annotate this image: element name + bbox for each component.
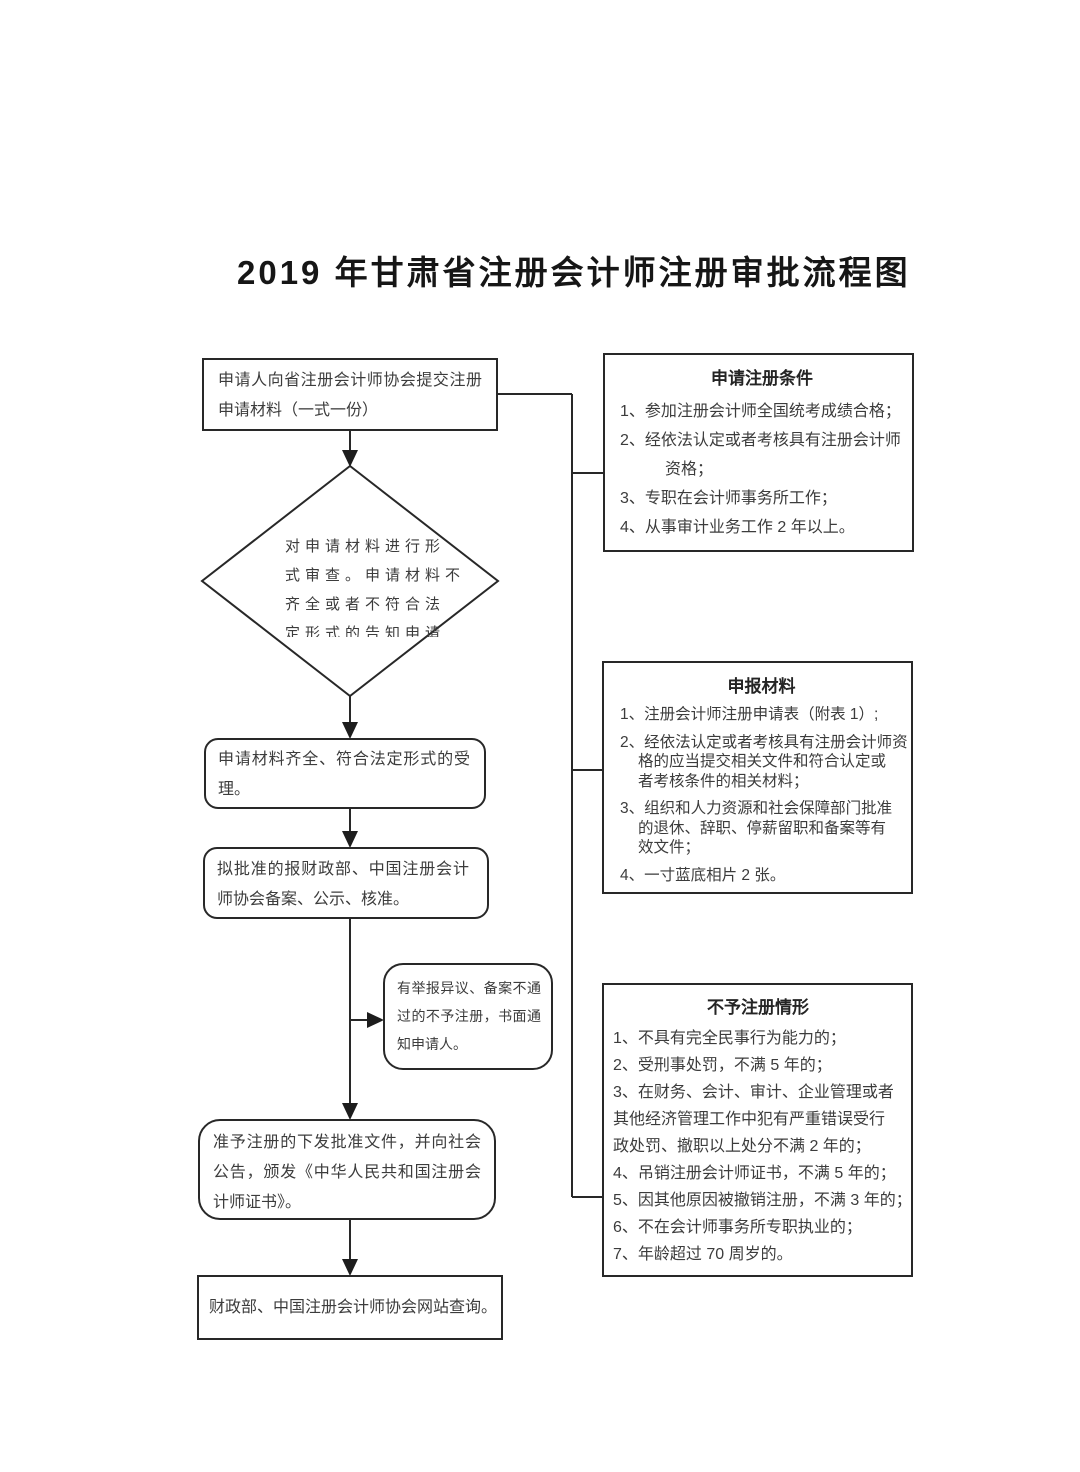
panel-line: 4、一寸蓝底相片 2 张。 (620, 866, 786, 884)
arrowhead-into-review (342, 450, 358, 467)
panel-line: 1、注册会计师注册申请表（附表 1）; (620, 706, 879, 723)
panel-line: 5、因其他原因被撤销注册，不满 3 年的； (613, 1192, 912, 1209)
panel-application-materials: 申报材料 1、注册会计师注册申请表（附表 1）; 2、经依法认定或者考核具有注册… (602, 661, 913, 894)
arrowhead-into-query (342, 1259, 358, 1276)
decision-line: 齐全或者不符合法 (285, 596, 446, 613)
panel-line: 2、经依法认定或者考核具有注册会计师 (620, 432, 901, 449)
panel-line: 1、参加注册会计师全国统考成绩合格； (620, 403, 901, 420)
arrowhead-into-accept (342, 722, 358, 739)
decision-line: 式审查。申请材料不 (285, 567, 466, 584)
panel-title: 申报材料 (727, 677, 796, 696)
panel-line: 6、不在会计师事务所专职执业的； (613, 1219, 862, 1236)
page-title: 2019 年甘肃省注册会计师注册审批流程图 (237, 254, 911, 291)
panel-line: 效文件； (638, 839, 701, 856)
decision-diamond-shape (200, 464, 500, 698)
panel-line: 3、组织和人力资源和社会保障部门批准 (620, 800, 893, 817)
panel-line: 3、在财务、会计、审计、企业管理或者 (613, 1084, 894, 1101)
panel-line: 4、吊销注册会计师证书，不满 5 年的； (613, 1165, 896, 1182)
panel-title: 申请注册条件 (711, 369, 813, 388)
panel-title: 不予注册情形 (707, 998, 809, 1017)
step-approve-issue-box: 准予注册的下发批准文件，并向社会公告，颁发《中华人民共和国注册会计师证书》。 (198, 1119, 496, 1220)
panel-registration-conditions: 申请注册条件 1、参加注册会计师全国统考成绩合格； 2、经依法认定或者考核具有注… (603, 353, 914, 552)
panel-line: 格的应当提交相关文件和符合认定或 (638, 753, 887, 770)
panel-line: 政处罚、撤职以上处分不满 2 年的； (613, 1138, 871, 1155)
decision-review-text: 对申请材料进行形 式审查。申请材料不 齐全或者不符合法 定形式的告知申请 (285, 532, 485, 637)
arrowhead-into-reject (367, 1012, 384, 1028)
step-reject-notice-box: 有举报异议、备案不通过的不予注册，书面通知申请人。 (383, 963, 553, 1070)
panel-line: 1、不具有完全民事行为能力的； (613, 1030, 846, 1047)
panel-line: 7、年龄超过 70 周岁的。 (613, 1246, 793, 1263)
panel-line: 的退休、辞职、停薪留职和备案等有 (638, 819, 887, 837)
panel-line: 者考核条件的相关材料； (638, 772, 809, 790)
arrowhead-into-record (342, 831, 358, 848)
panel-line: 3、专职在会计师事务所工作； (620, 490, 837, 507)
step-submit-box: 申请人向省注册会计师协会提交注册申请材料（一式一份） (202, 358, 498, 431)
panel-line: 2、经依法认定或者考核具有注册会计师资 (620, 733, 908, 751)
step-query-box: 财政部、中国注册会计师协会网站查询。 (197, 1275, 503, 1340)
panel-line: 资格； (665, 461, 714, 478)
arrowhead-into-approve (342, 1103, 358, 1120)
panel-denial-cases: 不予注册情形 1、不具有完全民事行为能力的； 2、受刑事处罚，不满 5 年的； … (602, 983, 913, 1277)
panel-line: 其他经济管理工作中犯有严重错误受行 (613, 1111, 886, 1128)
panel-line: 4、从事审计业务工作 2 年以上。 (620, 519, 855, 536)
step-accept-box: 申请材料齐全、符合法定形式的受理。 (204, 738, 486, 809)
decision-line: 对申请材料进行形 (285, 538, 446, 555)
decision-line: 定形式的告知申请 (285, 625, 446, 637)
step-record-box: 拟批准的报财政部、中国注册会计师协会备案、公示、核准。 (203, 847, 489, 919)
panel-line: 2、受刑事处罚，不满 5 年的； (613, 1057, 832, 1074)
